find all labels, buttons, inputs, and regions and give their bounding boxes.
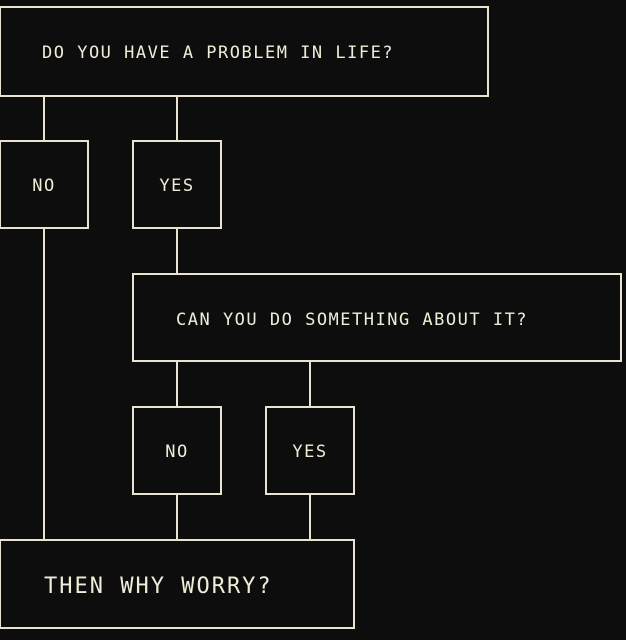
answer-1-no-box [0, 140, 89, 229]
answer-2-no-text: NO [165, 442, 188, 462]
answer-1-yes-text: YES [159, 176, 194, 196]
conclusion-box [0, 539, 355, 629]
question-1-text: DO YOU HAVE A PROBLEM IN LIFE? [42, 43, 394, 63]
question-1-box [0, 6, 489, 97]
answer-1-yes-box [132, 140, 222, 229]
answer-2-no-box [132, 406, 222, 495]
question-2-box [132, 273, 622, 362]
answer-1-no-text: NO [32, 176, 55, 196]
answer-2-yes-text: YES [292, 442, 327, 462]
answer-2-yes-box [265, 406, 355, 495]
conclusion-text: THEN WHY WORRY? [44, 574, 273, 599]
question-2-text: CAN YOU DO SOMETHING ABOUT IT? [176, 310, 528, 330]
